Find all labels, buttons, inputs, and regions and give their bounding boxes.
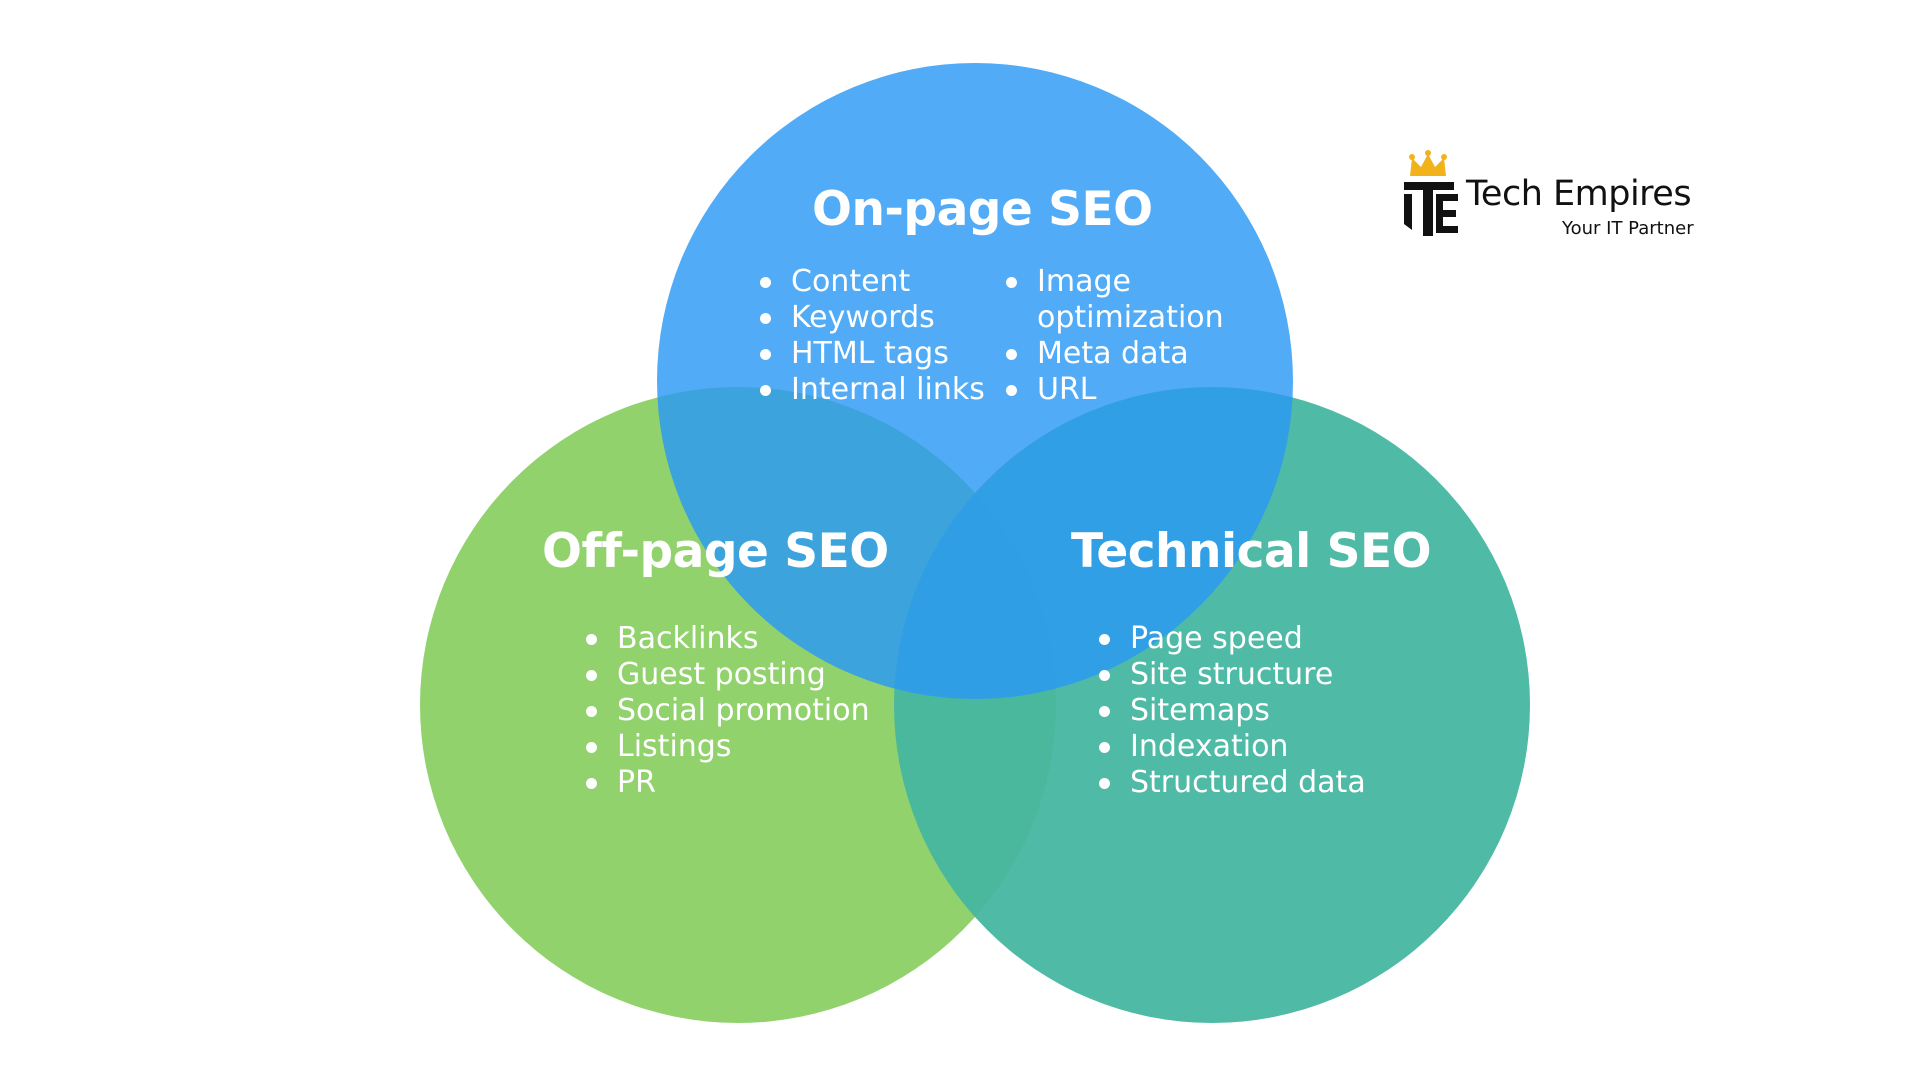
list-item: Content [760, 264, 985, 300]
brand-name: Tech Empires [1466, 174, 1692, 214]
list-item: Image [1006, 264, 1224, 300]
list-item: Keywords [760, 300, 985, 336]
list-item: PR [586, 765, 870, 801]
crown-te-logo-icon [1404, 150, 1458, 236]
off-page-list: Backlinks Guest posting Social promotion… [586, 621, 870, 801]
list-item: Page speed [1099, 621, 1366, 657]
list-item: Backlinks [586, 621, 870, 657]
list-item: Listings [586, 729, 870, 765]
list-item: Site structure [1099, 657, 1366, 693]
list-item: HTML tags [760, 336, 985, 372]
list-item: URL [1006, 372, 1224, 408]
list-item: Social promotion [586, 693, 870, 729]
on-page-list-left: Content Keywords HTML tags Internal link… [760, 264, 985, 408]
list-item: Internal links [760, 372, 985, 408]
brand-logo: Tech Empires Your IT Partner [1402, 150, 1722, 240]
technical-list: Page speed Site structure Sitemaps Index… [1099, 621, 1366, 801]
list-item: Meta data [1006, 336, 1224, 372]
technical-title: Technical SEO [1071, 524, 1432, 579]
list-item: Indexation [1099, 729, 1366, 765]
on-page-title: On-page SEO [812, 182, 1153, 237]
list-item-continuation: optimization [1037, 300, 1224, 335]
list-item: Structured data [1099, 765, 1366, 801]
list-item: Sitemaps [1099, 693, 1366, 729]
brand-tagline: Your IT Partner [1562, 218, 1694, 239]
list-item: Guest posting [586, 657, 870, 693]
off-page-title: Off-page SEO [542, 524, 889, 579]
on-page-list-right: Image optimization Meta data URL [1006, 264, 1224, 408]
on-page-circle [657, 63, 1293, 699]
